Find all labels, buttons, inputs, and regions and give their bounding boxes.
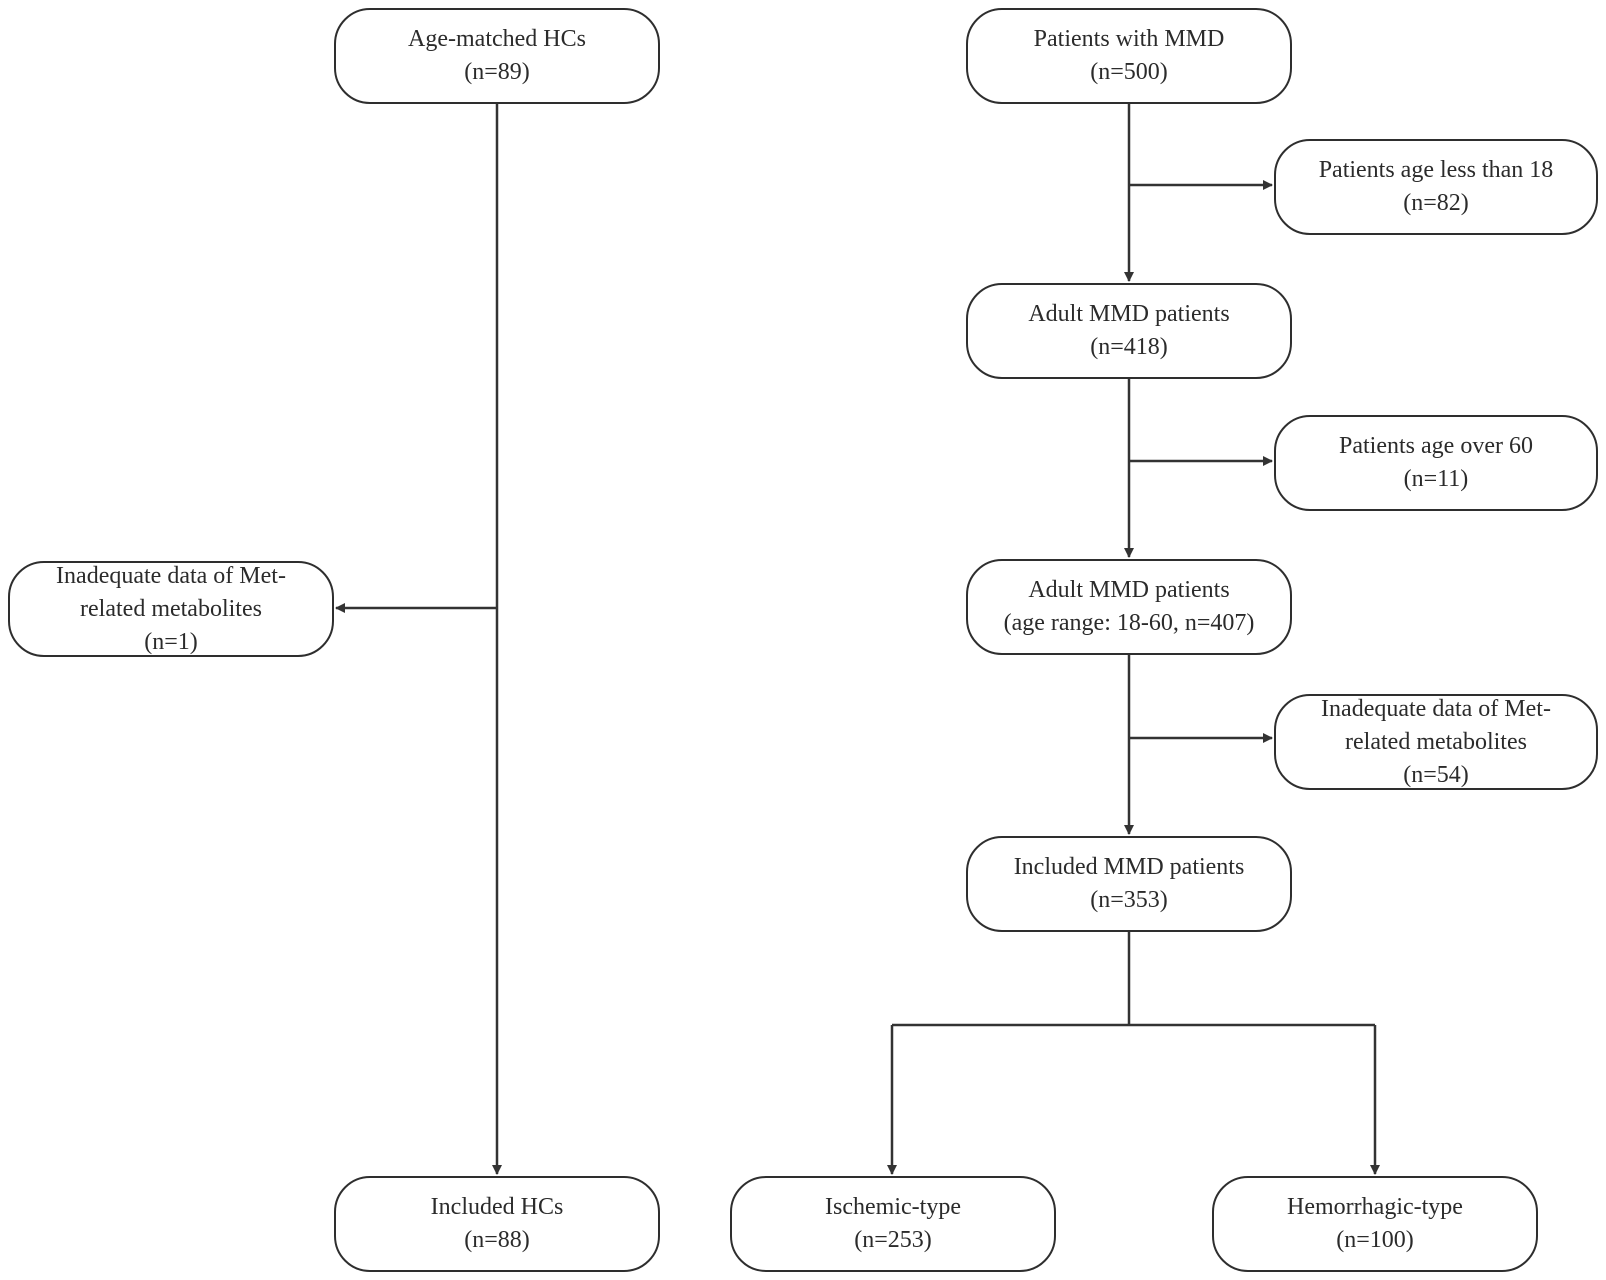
hc-exclusion-line1: Inadequate data of Met- bbox=[56, 562, 286, 589]
exclusion-age-under-18-title: Patients age less than 18 bbox=[1318, 157, 1554, 183]
ischemic-type-count: (n=253) bbox=[854, 1227, 932, 1253]
adult-mmd-range-count: (age range: 18-60, n=407) bbox=[1003, 610, 1255, 636]
hc-start-count: (n=89) bbox=[464, 59, 530, 85]
ischemic-type-title: Ischemic-type bbox=[825, 1194, 961, 1220]
hemorrhagic-type-title: Hemorrhagic-type bbox=[1287, 1194, 1463, 1220]
hemorrhagic-type-box: Hemorrhagic-type (n=100) bbox=[1212, 1176, 1538, 1272]
exclusion-age-over-60-box: Patients age over 60 (n=11) bbox=[1274, 415, 1598, 511]
hc-start-title: Age-matched HCs bbox=[408, 26, 586, 52]
adult-mmd-range-title: Adult MMD patients bbox=[1028, 577, 1230, 603]
hc-included-box: Included HCs (n=88) bbox=[334, 1176, 660, 1272]
exclusion-met-line2: related metabolites bbox=[1345, 728, 1527, 755]
split-connector bbox=[892, 932, 1375, 1027]
mmd-start-count: (n=500) bbox=[1090, 59, 1168, 85]
exclusion-met-line1: Inadequate data of Met- bbox=[1321, 695, 1551, 722]
hc-exclusion-line2: related metabolites bbox=[80, 595, 262, 622]
exclusion-met-data-box: Inadequate data of Met- related metaboli… bbox=[1274, 694, 1598, 790]
hc-exclusion-count: (n=1) bbox=[144, 628, 198, 655]
mmd-start-box: Patients with MMD (n=500) bbox=[966, 8, 1292, 104]
exclusion-age-under-18-count: (n=82) bbox=[1403, 190, 1469, 216]
hc-included-count: (n=88) bbox=[464, 1227, 530, 1253]
adult-mmd-box: Adult MMD patients (n=418) bbox=[966, 283, 1292, 379]
exclusion-met-count: (n=54) bbox=[1403, 761, 1469, 788]
hc-start-box: Age-matched HCs (n=89) bbox=[334, 8, 660, 104]
hc-exclusion-box: Inadequate data of Met- related metaboli… bbox=[8, 561, 334, 657]
included-mmd-count: (n=353) bbox=[1090, 887, 1168, 913]
included-mmd-title: Included MMD patients bbox=[1013, 854, 1245, 880]
ischemic-type-box: Ischemic-type (n=253) bbox=[730, 1176, 1056, 1272]
included-mmd-box: Included MMD patients (n=353) bbox=[966, 836, 1292, 932]
adult-mmd-count: (n=418) bbox=[1090, 334, 1168, 360]
hc-included-title: Included HCs bbox=[430, 1194, 564, 1220]
exclusion-age-over-60-title: Patients age over 60 bbox=[1339, 433, 1533, 459]
hemorrhagic-type-count: (n=100) bbox=[1336, 1227, 1414, 1253]
adult-mmd-range-box: Adult MMD patients (age range: 18-60, n=… bbox=[966, 559, 1292, 655]
exclusion-age-over-60-count: (n=11) bbox=[1403, 466, 1469, 492]
mmd-start-title: Patients with MMD bbox=[1033, 26, 1225, 52]
exclusion-age-under-18-box: Patients age less than 18 (n=82) bbox=[1274, 139, 1598, 235]
adult-mmd-title: Adult MMD patients bbox=[1028, 301, 1230, 327]
